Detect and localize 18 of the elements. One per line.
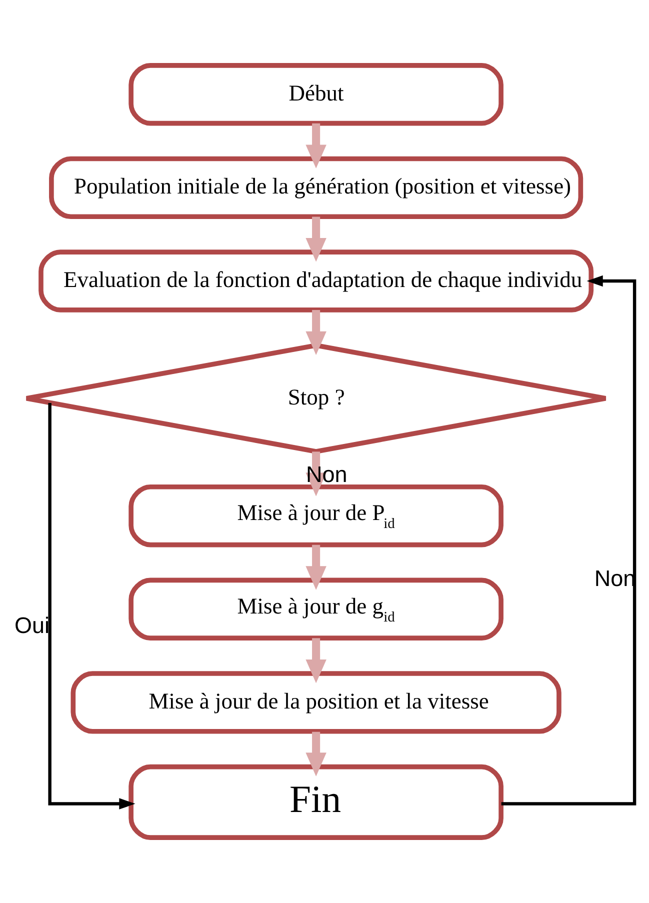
arrow	[501, 275, 636, 806]
node-box: Population initiale de la génération (position et vitesse)	[49, 156, 584, 220]
edge-label: Oui	[14, 612, 50, 638]
arrow	[306, 544, 326, 590]
arrow	[306, 123, 326, 168]
arrow	[306, 310, 326, 356]
node-diamond: Stop ?	[24, 342, 608, 454]
node-box: Mise à jour de g$_{id}$	[128, 578, 504, 641]
arrow	[48, 402, 136, 810]
node-box: Fin	[128, 764, 504, 840]
node-box: Evaluation de la fonction d'adaptation de chaque individu	[38, 250, 594, 312]
node-box: Début	[128, 63, 504, 126]
arrow	[306, 216, 326, 262]
arrow	[306, 732, 326, 776]
arrow	[306, 452, 326, 496]
node-box: Mise à jour de la position et la vitesse	[70, 671, 562, 734]
node-box: Mise à jour de P$_{id}$	[128, 484, 504, 548]
arrow	[306, 638, 326, 684]
